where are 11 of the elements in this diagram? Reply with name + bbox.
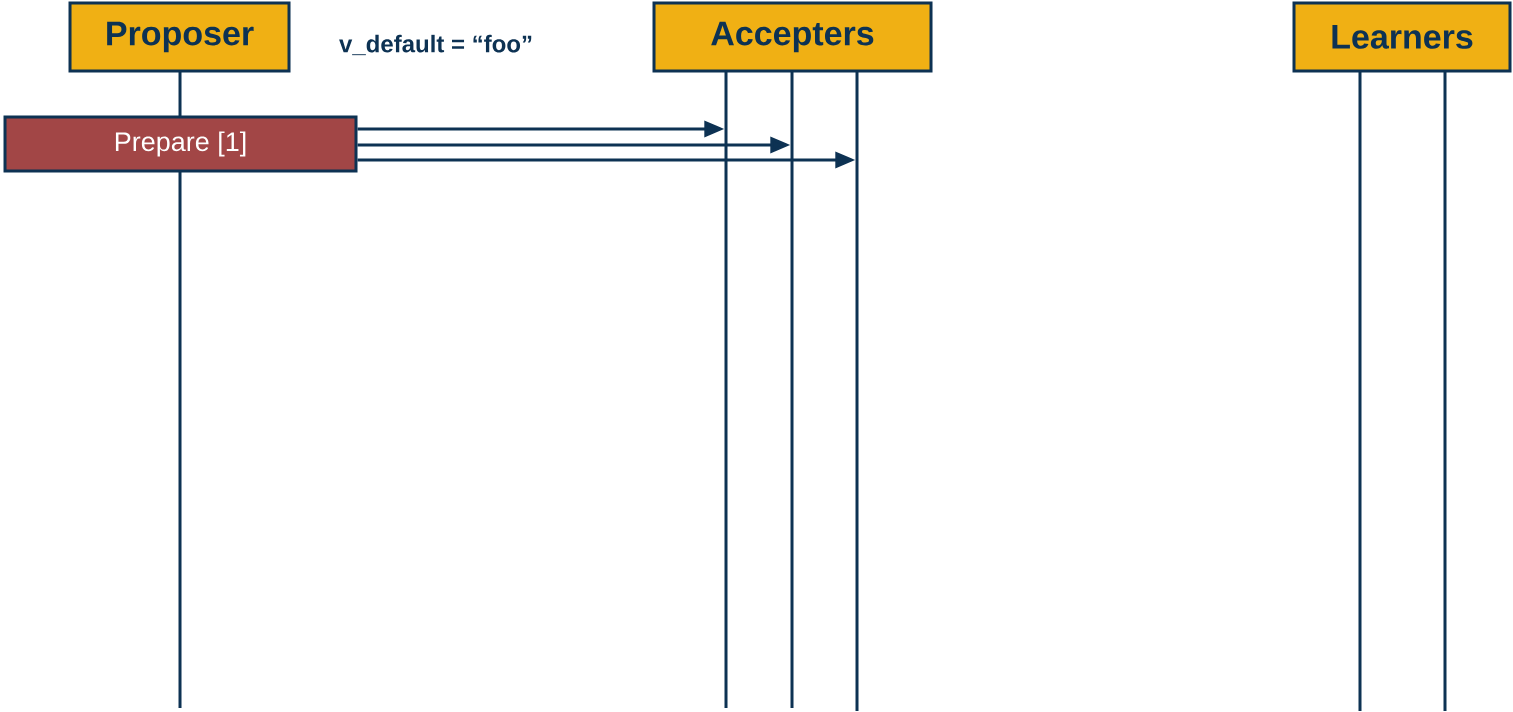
lifeline	[178, 171, 182, 708]
actor-box: Proposer	[68, 1, 291, 73]
lifeline	[1443, 71, 1447, 711]
annotation-text: v_default = “foo”	[339, 34, 532, 56]
lifeline	[724, 71, 728, 708]
actor-box: Accepters	[652, 1, 933, 73]
lifeline	[855, 71, 859, 711]
actor-box: Learners	[1292, 1, 1512, 73]
lifeline	[790, 71, 794, 708]
message-box: Prepare [1]	[3, 115, 358, 173]
lifeline	[1358, 71, 1362, 711]
